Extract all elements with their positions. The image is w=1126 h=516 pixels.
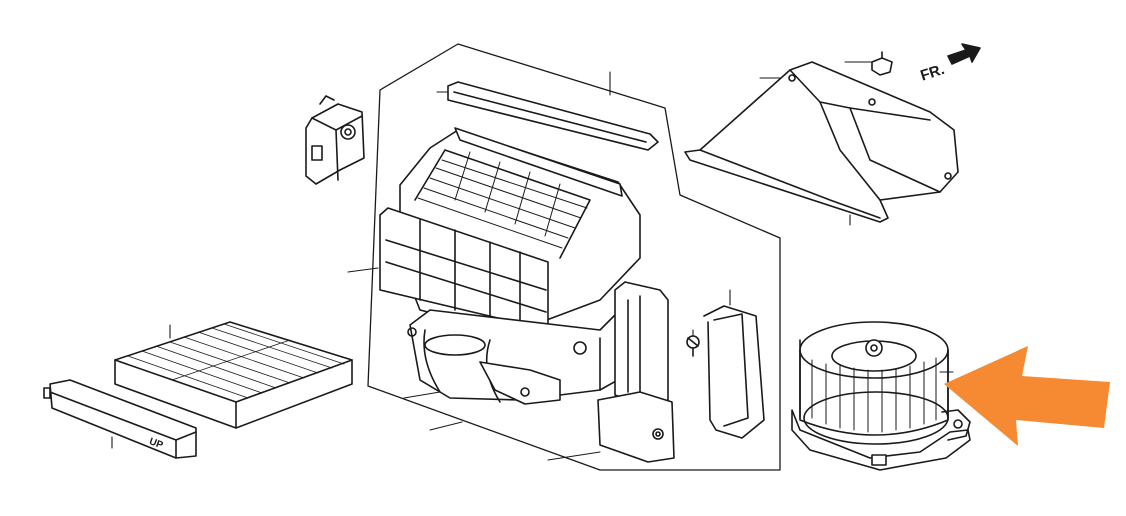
callout-arrow-icon (944, 346, 1110, 446)
actuator-icon (305, 95, 365, 185)
screw-icon (686, 335, 700, 357)
assembly-outline (367, 43, 781, 471)
seal-icon-duct (703, 305, 765, 439)
clip-icon (871, 51, 893, 76)
cover-icon: UP (43, 379, 197, 459)
filter-icon (114, 321, 353, 429)
direction-label: FR. (918, 61, 946, 85)
housing-icon (379, 127, 675, 463)
leader-lines (111, 61, 954, 461)
seal-icon-top (447, 81, 659, 151)
up-label: UP (148, 436, 165, 451)
direction-arrow-icon: FR. (918, 43, 981, 85)
duct-icon (684, 61, 959, 223)
fan-icon (791, 321, 971, 471)
